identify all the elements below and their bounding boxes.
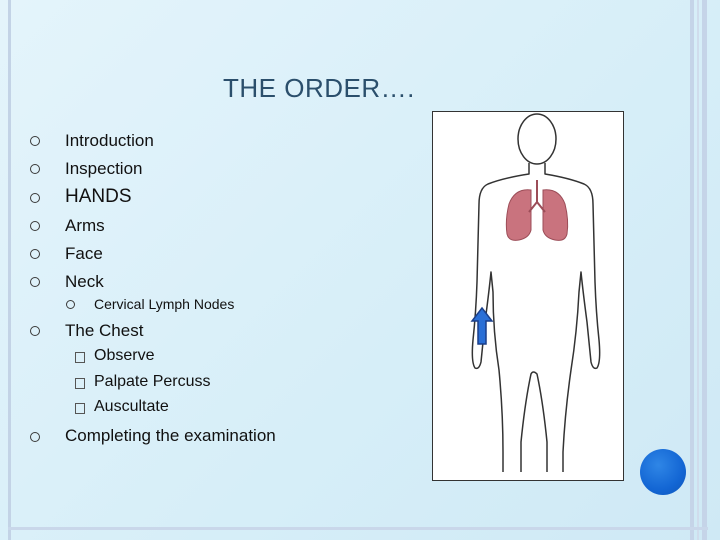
circle-bullet-icon [30, 326, 40, 336]
list-item-hands: HANDS [65, 186, 132, 207]
human-body-outline-icon [471, 113, 601, 472]
list-item-face: Face [65, 244, 103, 263]
up-arrow-icon [470, 306, 494, 345]
circle-bullet-icon [30, 432, 40, 442]
blue-circle-button-icon[interactable] [640, 449, 686, 495]
slide-frame-right-outer [702, 0, 707, 540]
circle-bullet-icon [30, 221, 40, 231]
slide-frame-right [690, 0, 694, 540]
slide-frame-left [8, 0, 11, 540]
body-diagram-image [432, 111, 624, 481]
slide-frame-bottom [8, 527, 708, 530]
circle-bullet-icon [30, 277, 40, 287]
circle-bullet-icon [30, 136, 40, 146]
sub-item-cervical-lymph-nodes: Cervical Lymph Nodes [94, 296, 235, 312]
list-item-inspection: Inspection [65, 159, 143, 178]
slide-title: THE ORDER…. [223, 73, 415, 103]
list-item-introduction: Introduction [65, 131, 154, 150]
circle-bullet-icon [30, 193, 40, 203]
checkbox-icon [75, 378, 85, 389]
list-item-completing-the-examination: Completing the examination [65, 426, 276, 445]
check-item-palpate-percuss: Palpate Percuss [94, 373, 211, 390]
list-item-the-chest: The Chest [65, 321, 144, 340]
circle-bullet-icon [66, 300, 75, 309]
circle-bullet-icon [30, 249, 40, 259]
checkbox-icon [75, 352, 85, 363]
check-item-observe: Observe [94, 347, 155, 364]
slide-frame-right-inner [697, 0, 699, 540]
list-item-arms: Arms [65, 216, 105, 235]
checkbox-icon [75, 403, 85, 414]
lungs-icon [505, 180, 569, 241]
check-item-auscultate: Auscultate [94, 398, 169, 415]
list-item-neck: Neck [65, 272, 104, 291]
circle-bullet-icon [30, 164, 40, 174]
